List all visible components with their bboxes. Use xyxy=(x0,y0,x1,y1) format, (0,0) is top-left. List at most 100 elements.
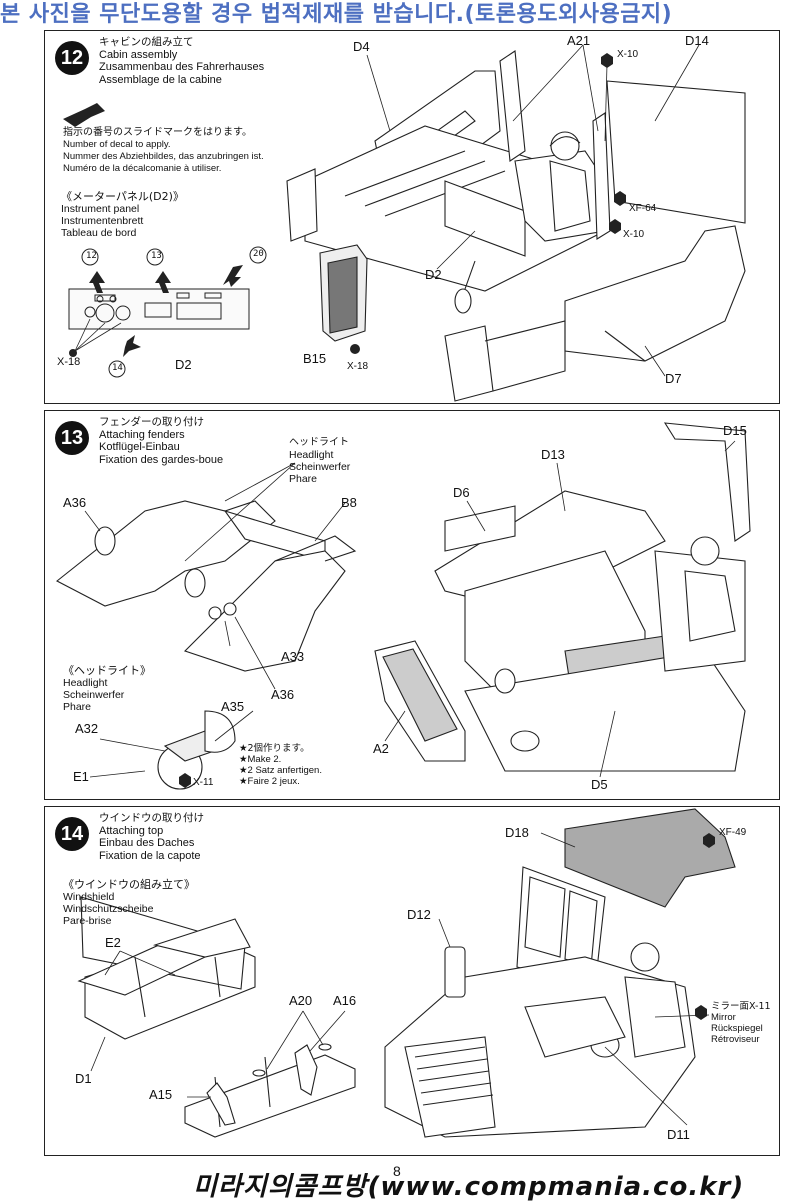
windshield-drawing xyxy=(77,896,356,1138)
label-b8: B8 xyxy=(341,495,357,510)
step-14-illustration xyxy=(77,808,736,1138)
decal-note-fr: Numéro de la décalcomanie à utiliser. xyxy=(63,163,222,174)
label-a36-right: A36 xyxy=(271,687,295,702)
step-title-fr: Fixation des gardes-boue xyxy=(99,453,224,466)
decal-num-13: 13 xyxy=(151,251,162,261)
label-d18: D18 xyxy=(505,825,529,840)
decal-num-20: 20 xyxy=(253,249,264,259)
step-number: 13 xyxy=(55,421,89,455)
step-title: キャビンの組み立て Cabin assembly Zusammenbau des… xyxy=(99,36,264,86)
make-note-en: ★Make 2. xyxy=(239,754,282,765)
mirror-callout-de: Rückspiegel xyxy=(711,1023,763,1034)
headlight-callout-en: Headlight xyxy=(289,449,334,461)
step-12-panel: 12 キャビンの組み立て Cabin assembly Zusammenbau … xyxy=(44,30,780,404)
step-number: 14 xyxy=(55,817,89,851)
mirror-callout-jp: ミラー面X-11 xyxy=(711,1001,771,1012)
windshield-caption-de: Windschutzscheibe xyxy=(63,903,154,915)
label-e2: E2 xyxy=(105,935,121,950)
decal-pointer-arrows xyxy=(89,265,243,357)
step-title: ウインドウの取り付け Attaching top Einbau des Dach… xyxy=(99,812,204,862)
headlight-caption: 《ヘッドライト》 Headlight Scheinwerfer Phare xyxy=(63,664,151,714)
make-note-de: ★2 Satz anfertigen. xyxy=(239,765,322,776)
label-d6: D6 xyxy=(453,485,470,500)
label-d13: D13 xyxy=(541,447,565,462)
step-number: 12 xyxy=(55,41,89,75)
label-d5: D5 xyxy=(591,777,608,792)
label-a2: A2 xyxy=(373,741,389,756)
label-x10-bottom: X-10 xyxy=(623,229,645,240)
step-title-fr: Assemblage de la cabine xyxy=(99,73,222,86)
paint-marker-icons xyxy=(350,53,626,354)
label-x10-top: X-10 xyxy=(617,49,639,60)
label-d11: D11 xyxy=(667,1127,690,1142)
label-x18-panel: X-18 xyxy=(57,356,81,368)
paint-marker-icon xyxy=(179,773,191,788)
label-xf64: XF-64 xyxy=(629,203,657,214)
label-a32: A32 xyxy=(75,721,99,736)
fenders-drawing xyxy=(55,500,357,790)
step-title-jp: ウインドウの取り付け xyxy=(99,812,204,824)
mirror-callout-en: Mirror xyxy=(711,1012,736,1023)
step-title-fr: Fixation de la capote xyxy=(99,849,201,862)
windshield-caption: 《ウインドウの組み立て》 Windshield Windschutzscheib… xyxy=(63,878,195,928)
label-e1: E1 xyxy=(73,769,89,784)
headlight-caption-de: Scheinwerfer xyxy=(63,689,125,701)
mirror-callout: ミラー面X-11 Mirror Rückspiegel Rétroviseur xyxy=(711,1001,771,1045)
label-a20: A20 xyxy=(289,993,313,1008)
truck-top-drawing xyxy=(384,808,736,1138)
step-title-jp: フェンダーの取り付け xyxy=(99,416,204,428)
make-two-note: ★2個作ります。 ★Make 2. ★2 Satz anfertigen. ★F… xyxy=(239,743,322,787)
label-d14: D14 xyxy=(685,33,709,48)
step-12-illustration xyxy=(63,44,746,402)
label-a21: A21 xyxy=(567,33,591,48)
watermark-banner: 본 사진을 무단도용할 경우 법적제재를 받습니다.(토론용도외사용금지) xyxy=(0,2,673,27)
label-a35: A35 xyxy=(221,699,245,714)
step-title-en: Cabin assembly xyxy=(99,48,178,61)
label-x18-radiator: X-18 xyxy=(347,361,369,372)
label-d4: D4 xyxy=(353,39,370,54)
label-b15: B15 xyxy=(303,351,327,366)
step-title-en: Attaching fenders xyxy=(99,428,185,441)
decal-num-14: 14 xyxy=(112,363,123,373)
label-xf49: XF-49 xyxy=(719,827,747,838)
headlight-callout-fr: Phare xyxy=(289,473,318,485)
headlight-caption-en: Headlight xyxy=(63,677,108,689)
step-title-en: Attaching top xyxy=(99,824,164,837)
step-title: フェンダーの取り付け Attaching fenders Kotflügel-E… xyxy=(99,416,223,466)
label-d15: D15 xyxy=(723,423,747,438)
instrument-panel-caption: 《メーターパネル(D2)》 Instrument panel Instrumen… xyxy=(61,190,184,240)
label-a36-left: A36 xyxy=(63,495,87,510)
make-note-fr: ★Faire 2 jeux. xyxy=(239,776,300,787)
truck-front-drawing xyxy=(374,422,751,772)
label-d12: D12 xyxy=(407,907,431,922)
step-title-de: Kotflügel-Einbau xyxy=(99,441,180,453)
panel-caption-jp: 《メーターパネル(D2)》 xyxy=(61,190,184,203)
headlight-caption-fr: Phare xyxy=(63,701,92,713)
label-x11: X-11 xyxy=(193,777,214,788)
label-d2-panel: D2 xyxy=(175,357,192,372)
headlight-callout-de: Scheinwerfer xyxy=(289,461,351,473)
step-title-de: Einbau des Daches xyxy=(99,837,195,849)
windshield-caption-en: Windshield xyxy=(63,891,115,903)
label-a16: A16 xyxy=(333,993,357,1008)
panel-caption-de: Instrumentenbrett xyxy=(61,215,144,227)
step-title-jp: キャビンの組み立て xyxy=(99,36,194,48)
label-a33: A33 xyxy=(281,649,305,664)
headlight-caption-jp: 《ヘッドライト》 xyxy=(63,664,151,677)
label-d1: D1 xyxy=(75,1071,92,1086)
decal-note-jp: 指示の番号のスライドマークをはります。 xyxy=(63,127,252,138)
headlight-callout-jp: ヘッドライト xyxy=(289,437,349,448)
decal-note: 指示の番号のスライドマークをはります。 Number of decal to a… xyxy=(63,127,264,175)
label-a15: A15 xyxy=(149,1087,173,1102)
headlight-callout: ヘッドライト Headlight Scheinwerfer Phare xyxy=(289,437,350,485)
windshield-caption-jp: 《ウインドウの組み立て》 xyxy=(63,878,195,891)
panel-caption-fr: Tableau de bord xyxy=(61,227,137,239)
decal-note-de: Nummer des Abziehbildes, das anzubringen… xyxy=(63,151,264,162)
panel-caption-en: Instrument panel xyxy=(61,203,140,215)
instrument-panel-drawing xyxy=(68,288,250,330)
decal-arrow-icon xyxy=(63,103,105,127)
paint-marker-icons xyxy=(695,833,715,1020)
mirror-callout-fr: Rétroviseur xyxy=(711,1034,760,1045)
windshield-caption-fr: Pare-brise xyxy=(63,915,112,927)
page-number: 8 xyxy=(393,1163,401,1179)
